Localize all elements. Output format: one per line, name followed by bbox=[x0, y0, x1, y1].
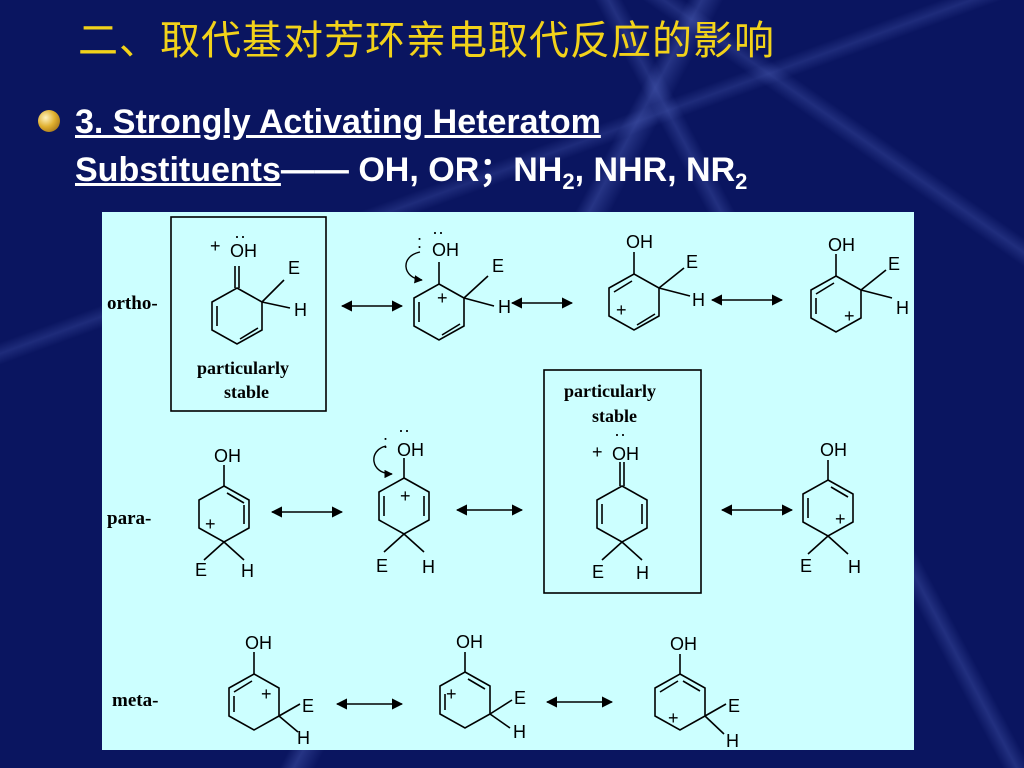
meta-structure-2 bbox=[439, 652, 513, 729]
ortho-note-line2: stable bbox=[224, 382, 269, 402]
ortho2-lone-pair-top: ·· bbox=[432, 222, 444, 242]
para-structure-2 bbox=[373, 445, 430, 553]
resonance-diagram: ortho- para- meta- particularly stable p… bbox=[102, 212, 914, 750]
para3-h: H bbox=[636, 563, 649, 583]
ortho-note-line1: particularly bbox=[197, 358, 289, 378]
subtitle-groups-a: OH, OR；NH bbox=[348, 151, 563, 189]
para-structure-1 bbox=[198, 465, 250, 561]
meta1-h: H bbox=[297, 728, 310, 748]
ortho4-e: E bbox=[888, 254, 900, 274]
row-label-para: para- bbox=[107, 508, 151, 529]
ortho3-plus: + bbox=[616, 300, 627, 320]
meta3-plus: + bbox=[668, 708, 679, 728]
subtitle-dash: —— bbox=[280, 151, 349, 189]
meta3-oh: OH bbox=[670, 634, 697, 654]
para2-plus: + bbox=[400, 486, 411, 506]
row-label-ortho: ortho- bbox=[107, 293, 158, 314]
ortho4-h: H bbox=[896, 298, 909, 318]
meta2-h: H bbox=[513, 722, 526, 742]
meta3-h: H bbox=[726, 731, 739, 750]
ortho4-plus: + bbox=[844, 306, 855, 326]
meta2-plus: + bbox=[446, 684, 457, 704]
para4-plus: + bbox=[835, 509, 846, 529]
para1-oh: OH bbox=[214, 446, 241, 466]
para2-e: E bbox=[376, 556, 388, 576]
para4-h: H bbox=[848, 557, 861, 577]
slide-subtitle: 3. Strongly Activating Heteratom Substit… bbox=[75, 98, 1005, 206]
row-label-meta: meta- bbox=[112, 690, 158, 711]
ortho-structure-4 bbox=[810, 254, 893, 333]
ortho2-plus: + bbox=[437, 288, 448, 308]
para1-plus: + bbox=[205, 514, 216, 534]
slide-title: 二、取代基对芳环亲电取代反应的影响 bbox=[78, 18, 775, 64]
meta1-oh: OH bbox=[245, 633, 272, 653]
ortho1-plus: + bbox=[210, 236, 221, 256]
para4-oh: OH bbox=[820, 440, 847, 460]
ortho3-oh: OH bbox=[626, 232, 653, 252]
ortho1-oh: OH bbox=[230, 241, 257, 261]
para2-lone-pair-left: : bbox=[383, 432, 388, 452]
ortho-structure-2 bbox=[405, 251, 495, 341]
ortho2-lone-pair-left: : bbox=[417, 232, 422, 252]
subtitle-sub-a: 2 bbox=[562, 168, 575, 194]
meta2-e: E bbox=[514, 688, 526, 708]
ortho1-e: E bbox=[288, 258, 300, 278]
ortho2-h: H bbox=[498, 297, 511, 317]
meta1-plus: + bbox=[261, 684, 272, 704]
ortho-stable-box bbox=[170, 216, 327, 412]
para-stable-box bbox=[543, 369, 702, 594]
subtitle-line1: 3. Strongly Activating Heteratom bbox=[75, 103, 601, 141]
ortho3-e: E bbox=[686, 252, 698, 272]
para1-e: E bbox=[195, 560, 207, 580]
para1-h: H bbox=[241, 561, 254, 581]
subtitle-groups-b: , NHR, NR bbox=[574, 151, 736, 189]
para-structure-3 bbox=[596, 462, 648, 561]
para-note-line1: particularly bbox=[564, 381, 656, 401]
bullet-icon bbox=[38, 110, 60, 132]
para-note-line2: stable bbox=[592, 406, 637, 426]
ortho-structure-1 bbox=[211, 266, 291, 345]
meta-structure-3 bbox=[654, 654, 727, 735]
meta-structure-1 bbox=[228, 652, 301, 733]
subtitle-sub-b: 2 bbox=[735, 168, 748, 194]
ortho1-lone-pair: ·· bbox=[234, 226, 246, 246]
subtitle-substituents: Substituents bbox=[75, 151, 281, 189]
ortho1-h: H bbox=[294, 300, 307, 320]
ortho3-h: H bbox=[692, 290, 705, 310]
ortho-structure-3 bbox=[608, 252, 691, 331]
para4-e: E bbox=[800, 556, 812, 576]
para2-lone-pair-top: ·· bbox=[398, 420, 410, 440]
para3-lone-pair: ·· bbox=[614, 424, 626, 444]
para3-e: E bbox=[592, 562, 604, 582]
resonance-svg: ortho- para- meta- particularly stable p… bbox=[107, 216, 909, 750]
meta1-e: E bbox=[302, 696, 314, 716]
para3-plus: + bbox=[592, 442, 603, 462]
ortho2-e: E bbox=[492, 256, 504, 276]
meta3-e: E bbox=[728, 696, 740, 716]
para2-oh: OH bbox=[397, 440, 424, 460]
ortho2-oh: OH bbox=[432, 240, 459, 260]
meta2-oh: OH bbox=[456, 632, 483, 652]
para2-h: H bbox=[422, 557, 435, 577]
ortho4-oh: OH bbox=[828, 235, 855, 255]
para3-oh: OH bbox=[612, 444, 639, 464]
para-structure-4 bbox=[802, 460, 854, 555]
